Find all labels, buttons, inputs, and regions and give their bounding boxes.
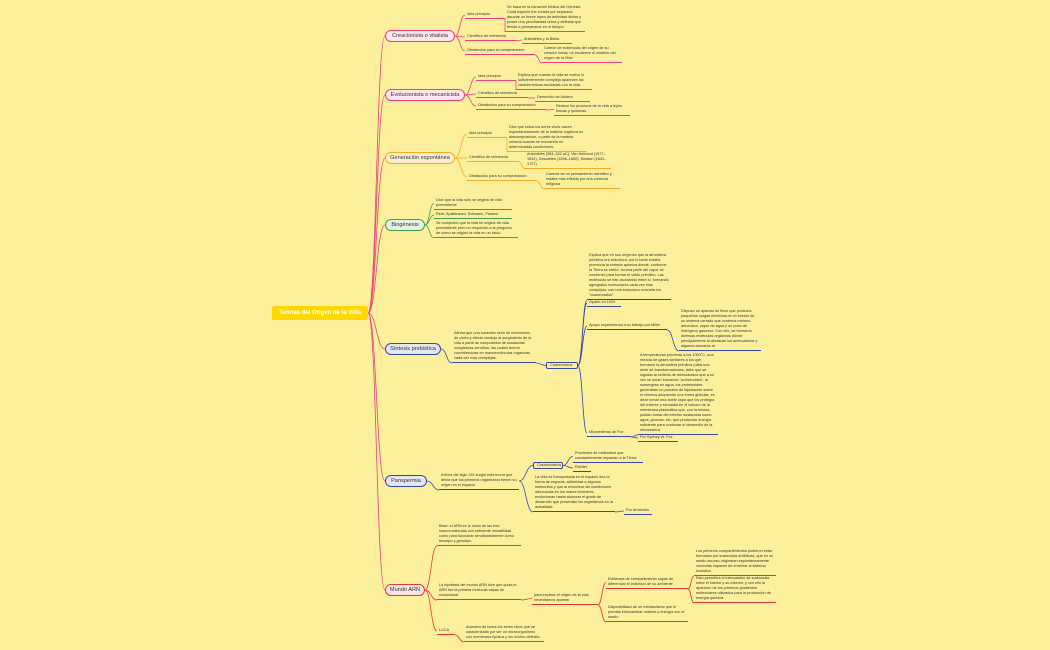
connector-evolucionista-obstaculo-label [464, 94, 477, 107]
connector-topic-panspermia [367, 312, 386, 482]
generacion-idea-text[interactable]: Dice que todos los seres vivos nacen esp… [507, 124, 587, 152]
connector-topic-generacion [367, 157, 386, 314]
connector-topic-creacionista [367, 35, 386, 314]
sintesis-fox[interactable]: Por Sydney W. Fox [638, 434, 678, 442]
connector-sintesis-oparin [577, 302, 588, 366]
arn-metabolismo[interactable]: Disponibilidad de un metabolismo que le … [606, 604, 688, 622]
topic-generacion[interactable]: Generación espontánea [385, 152, 455, 164]
connector-panspermia-desc [426, 480, 440, 491]
arn-comp-text[interactable]: Los primeros compartimientos pudieron es… [694, 548, 776, 576]
arn-hipotesis[interactable]: La hipótesis del mundo ARN dice que quiz… [437, 582, 521, 600]
connector-biogenesis-line-1 [424, 203, 435, 226]
connector-topic-arn [367, 312, 386, 591]
connector-creacionista-cientifico-text [516, 39, 523, 42]
panspermia-richter[interactable]: Richter [573, 464, 591, 472]
connector-creacionista-idea-label [454, 14, 466, 37]
connector-panspermia-cosmozoarios [518, 465, 534, 482]
connector-panspermia-cosmo-text [562, 456, 574, 466]
connector-arn-metabolismo [597, 604, 607, 623]
connector-evolucionista-obstaculo-text [545, 109, 555, 111]
connector-arn-evidencia [597, 582, 607, 606]
creacionista-idea-label[interactable]: Idea principal [465, 11, 505, 19]
sintesis-miller-label[interactable]: Apoyo experimental a su trabajo por Mill… [587, 322, 667, 330]
sintesis-desc[interactable]: Afirma que una sucesión serie de fenómen… [452, 330, 536, 363]
arn-evidencia[interactable]: Evidencia de compartimiento capaz de dif… [606, 576, 688, 589]
arn-intercambio-text[interactable]: Esto permitiría el intercambio de sustan… [694, 575, 776, 603]
connector-arn-explicar [520, 598, 533, 601]
panspermia-espacio-text[interactable]: La vida es transportada en el espacio de… [533, 474, 615, 512]
topic-biogenesis[interactable]: Biogénesis [385, 219, 425, 231]
evolucionista-cientifico-label[interactable]: Científico de referencia [476, 90, 528, 98]
connector-panspermia-richter [562, 465, 574, 469]
creacionista-cientifico-label[interactable]: Científico de referencia [465, 33, 517, 41]
biogenesis-line-1[interactable]: Dice que la vida sólo se origina de vida… [434, 197, 512, 210]
topic-panspermia[interactable]: Panspermia [385, 475, 427, 487]
sintesis-coacervados[interactable]: Coacervados [546, 362, 578, 369]
connector-topic-sintesis [367, 312, 386, 350]
connector-generacion-idea-label [454, 133, 468, 159]
connector-sintesis-desc [440, 348, 453, 364]
connector-creacionista-obstaculo-label [454, 35, 466, 52]
arn-luca-label[interactable]: LUCA [437, 627, 455, 635]
generacion-cientifico-text[interactable]: Aristóteles (384–322 aC), Van Helmont (1… [525, 151, 611, 169]
sintesis-oparin[interactable]: Oparin en 1924 [587, 299, 621, 307]
connector-sintesis-miller-text [666, 329, 680, 352]
connector-arn-base [424, 545, 438, 591]
sintesis-oparin-text[interactable]: Explica que en sus orígenes que la atmós… [587, 252, 671, 300]
connector-topic-biogenesis [367, 224, 386, 314]
creacionista-obstaculo-label[interactable]: Obstáculos para su comprobación [465, 47, 535, 55]
creacionista-cientifico-text[interactable]: Aristóteles y la Biblia [522, 36, 572, 44]
root-topic[interactable]: Teorías del Origen de la Vida [272, 306, 368, 320]
connector-sintesis-coacervados [535, 362, 547, 366]
evolucionista-idea-label[interactable]: Idea principal [476, 73, 516, 81]
evolucionista-idea-text[interactable]: Explica que cuando la vida se vuelve lo … [516, 72, 592, 90]
panspermia-arrhenius[interactable]: Por Arrhenius [624, 507, 652, 515]
creacionista-obstaculo-text[interactable]: Carece de evidencias del origen de su cr… [542, 45, 622, 63]
connector-panspermia-arrhenius [614, 510, 625, 513]
connector-arn-luca-label [424, 589, 438, 632]
connector-generacion-cientifico-text [518, 161, 526, 170]
connector-generacion-obstaculo-text [536, 180, 545, 190]
connector-evolucionista-idea-label [464, 76, 477, 96]
connector-sintesis-fox [630, 436, 639, 439]
sintesis-microesferas[interactable]: Microesferas de Fox [587, 429, 631, 437]
connector-sintesis-microesferas [577, 365, 588, 434]
connector-creacionista-obstaculo-text [534, 54, 543, 64]
generacion-cientifico-label[interactable]: Científico de referencia [467, 154, 519, 162]
biogenesis-line-3[interactable]: Se comprobó que la vida se origina de vi… [434, 220, 518, 238]
sintesis-miller-text[interactable]: Dispuso un aparato de fluxo que producía… [679, 308, 761, 351]
topic-sintesis[interactable]: Síntesis prebiótica [385, 343, 441, 355]
generacion-obstaculo-text[interactable]: Carecía de un pensamiento científico y e… [544, 171, 620, 189]
connector-arn-luca-text [454, 634, 465, 643]
generacion-idea-label[interactable]: Idea principal [467, 130, 507, 138]
topic-evolucionista[interactable]: Evolucionista o mecanicista [385, 89, 465, 101]
biogenesis-line-2[interactable]: Redi, Spallanzani, Schwann, Pasteur [434, 211, 512, 219]
arn-luca-text[interactable]: Ancestro de todos los seres vivos que se… [464, 624, 544, 642]
creacionista-idea-text[interactable]: Se basa en la narración bíblica del Géne… [505, 4, 585, 32]
connector-topic-evolucionista [367, 94, 386, 314]
arn-base[interactable]: Base: el ARN es la única de las tres mac… [437, 523, 521, 546]
connector-generacion-obstaculo-label [454, 157, 468, 178]
connector-arn-comp-text [687, 575, 695, 590]
topic-arn[interactable]: Mundo ARN [385, 584, 425, 596]
evolucionista-obstaculo-text[interactable]: Reduce los procesos de la vida a leyes f… [554, 103, 630, 116]
connector-sintesis-miller-label [577, 325, 588, 366]
panspermia-desc[interactable]: A fines del siglo XIX surgió esta teoría… [439, 472, 519, 490]
evolucionista-obstaculo-label[interactable]: Obstáculos para su comprobación [476, 102, 546, 110]
panspermia-cosmozoarios[interactable]: Cosmozoarios [533, 462, 563, 469]
connector-biogenesis-line-3 [424, 224, 435, 239]
generacion-obstaculo-label[interactable]: Obstáculos para su comprobación [467, 173, 537, 181]
connector-biogenesis-line-2 [424, 214, 435, 226]
connector-arn-intercambio-text [687, 588, 695, 604]
panspermia-cosmo-text[interactable]: Provienen de meteoritos que constantemen… [573, 450, 643, 463]
topic-creacionista[interactable]: Creacionista o vitalista [385, 30, 455, 42]
evolucionista-cientifico-text[interactable]: Demócrito de Abdera [535, 94, 590, 102]
connector-panspermia-espacio-text [518, 480, 534, 513]
arn-explicar[interactable]: para explicar el origen de la vida neces… [532, 592, 598, 605]
sintesis-fox-text[interactable]: A temperaturas próximas a los 1000°C, un… [638, 352, 718, 435]
